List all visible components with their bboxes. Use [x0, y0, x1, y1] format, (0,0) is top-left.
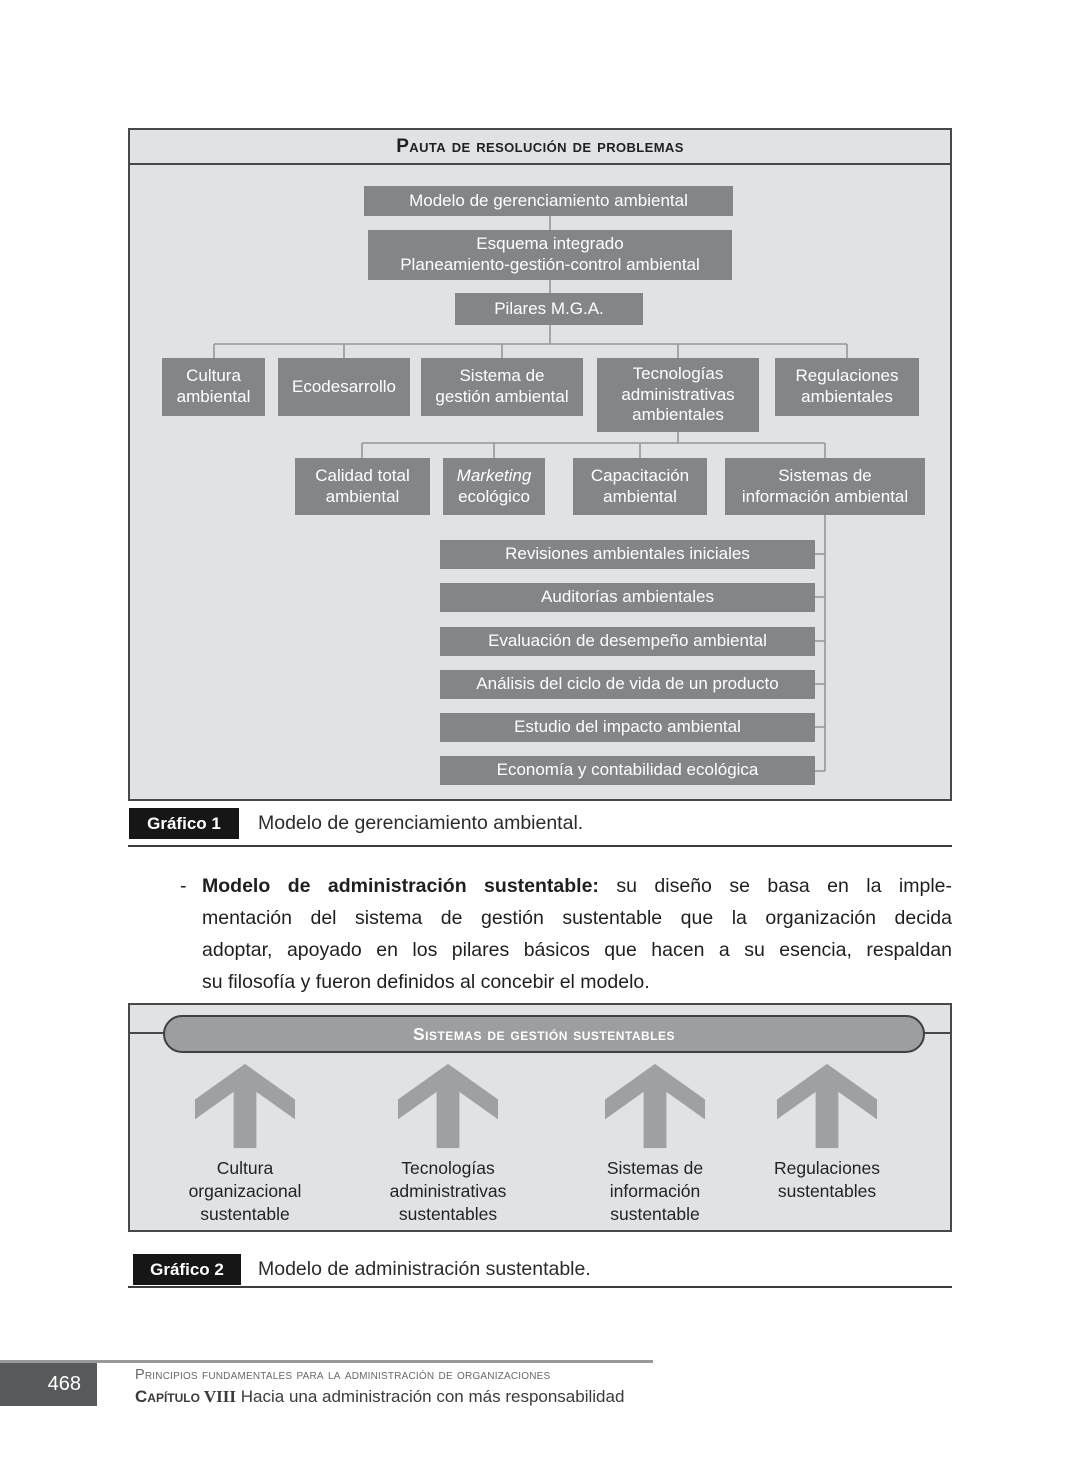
chapter-label: Capítulo — [135, 1387, 200, 1406]
up-arrow-icon — [397, 1063, 499, 1149]
node-marketing-ecologico: Marketing ecológico — [443, 458, 545, 515]
node-capacitacion-ambiental: Capacitación ambiental — [573, 458, 707, 515]
figure1-problem-resolution-diagram: Pauta de resolución de problemas — [128, 128, 952, 801]
caption2-rule — [128, 1286, 952, 1288]
caption1-label: Gráfico 1 — [129, 808, 239, 839]
marketing-rest: ecológico — [458, 486, 530, 506]
up-arrow-icon — [776, 1063, 878, 1149]
tool-auditorias: Auditorías ambientales — [440, 583, 815, 612]
tool-economia-contabilidad: Economía y contabilidad ecológica — [440, 756, 815, 785]
book-series-title: Principios fundamentales para la adminis… — [135, 1367, 551, 1383]
node-sistemas-informacion: Sistemas de información ambiental — [725, 458, 925, 515]
chapter-title: Hacia una administración con más respons… — [236, 1387, 625, 1406]
node-sistema-gestion-ambiental: Sistema de gestión ambiental — [421, 358, 583, 416]
pillar-cultura-organizacional: Cultura organizacional sustentable — [160, 1063, 330, 1225]
pillar-tecnologias-administrativas: Tecnologías administrativas sustentables — [363, 1063, 533, 1225]
pillar-sistemas-informacion: Sistemas de información sustentable — [570, 1063, 740, 1225]
chapter-line: Capítulo VIII Hacia una administración c… — [135, 1385, 624, 1408]
tool-analisis-ciclo-vida: Análisis del ciclo de vida de un product… — [440, 670, 815, 699]
node-esquema-integrado: Esquema integrado Planeamiento-gestión-c… — [368, 230, 732, 280]
paragraph-line1-rest: su diseño se basa en la imple- — [598, 875, 952, 897]
pillar-label: Cultura organizacional sustentable — [188, 1158, 302, 1224]
node-regulaciones-ambientales: Regulaciones ambientales — [775, 358, 919, 416]
tool-revisiones: Revisiones ambientales iniciales — [440, 540, 815, 569]
bullet-dash: - — [180, 875, 187, 897]
chapter-roman-numeral: VIII — [203, 1387, 237, 1406]
node-calidad-total: Calidad total ambiental — [295, 458, 430, 515]
footer-text: Principios fundamentales para la adminis… — [135, 1366, 624, 1408]
pillar-label: Tecnologías administrativas sustentables — [389, 1158, 507, 1224]
tool-estudio-impacto: Estudio del impacto ambiental — [440, 713, 815, 742]
paragraph-bold-lead: Modelo de administración sustentable: — [202, 875, 599, 897]
figure1-title: Pauta de resolución de problemas — [130, 130, 950, 165]
node-ecodesarrollo: Ecodesarrollo — [278, 358, 410, 416]
footer-rule — [0, 1360, 653, 1363]
tool-evaluacion: Evaluación de desempeño ambiental — [440, 627, 815, 656]
figure2-banner: Sistemas de gestión sustentables — [163, 1015, 925, 1053]
figure2-sustainable-management-diagram: Sistemas de gestión sustentables Cultura… — [128, 1003, 952, 1232]
caption2-text: Modelo de administración sustentable. — [258, 1258, 591, 1280]
marketing-word: Marketing — [456, 465, 532, 485]
node-tecnologias-administrativas: Tecnologías administrativas ambientales — [597, 358, 759, 432]
caption1-rule — [128, 845, 952, 847]
paragraph-line: su filosofía y fueron definidos al conce… — [202, 971, 650, 993]
caption1-text: Modelo de gerenciamiento ambiental. — [258, 812, 584, 834]
node-cultura-ambiental: Cultura ambiental — [162, 358, 265, 416]
pillar-label: Regulaciones sustentables — [773, 1158, 881, 1201]
node-modelo-gerenciamiento: Modelo de gerenciamiento ambiental — [364, 186, 733, 216]
connector-lines — [213, 216, 848, 772]
caption2-label: Gráfico 2 — [133, 1254, 241, 1285]
node-pilares-mga: Pilares M.G.A. — [455, 293, 643, 325]
page-number: 468 — [0, 1363, 97, 1406]
paragraph-line: mentación del sistema de gestión sustent… — [202, 907, 952, 929]
up-arrow-icon — [604, 1063, 706, 1149]
pillar-label: Sistemas de información sustentable — [606, 1158, 704, 1224]
pillar-regulaciones: Regulaciones sustentables — [742, 1063, 912, 1203]
body-paragraph: Modelo de administración sustentable: su… — [202, 870, 952, 998]
paragraph-line: adoptar, apoyado en los pilares básicos … — [202, 939, 952, 961]
paragraph-line: Modelo de administración sustentable: su… — [202, 870, 952, 902]
up-arrow-icon — [194, 1063, 296, 1149]
